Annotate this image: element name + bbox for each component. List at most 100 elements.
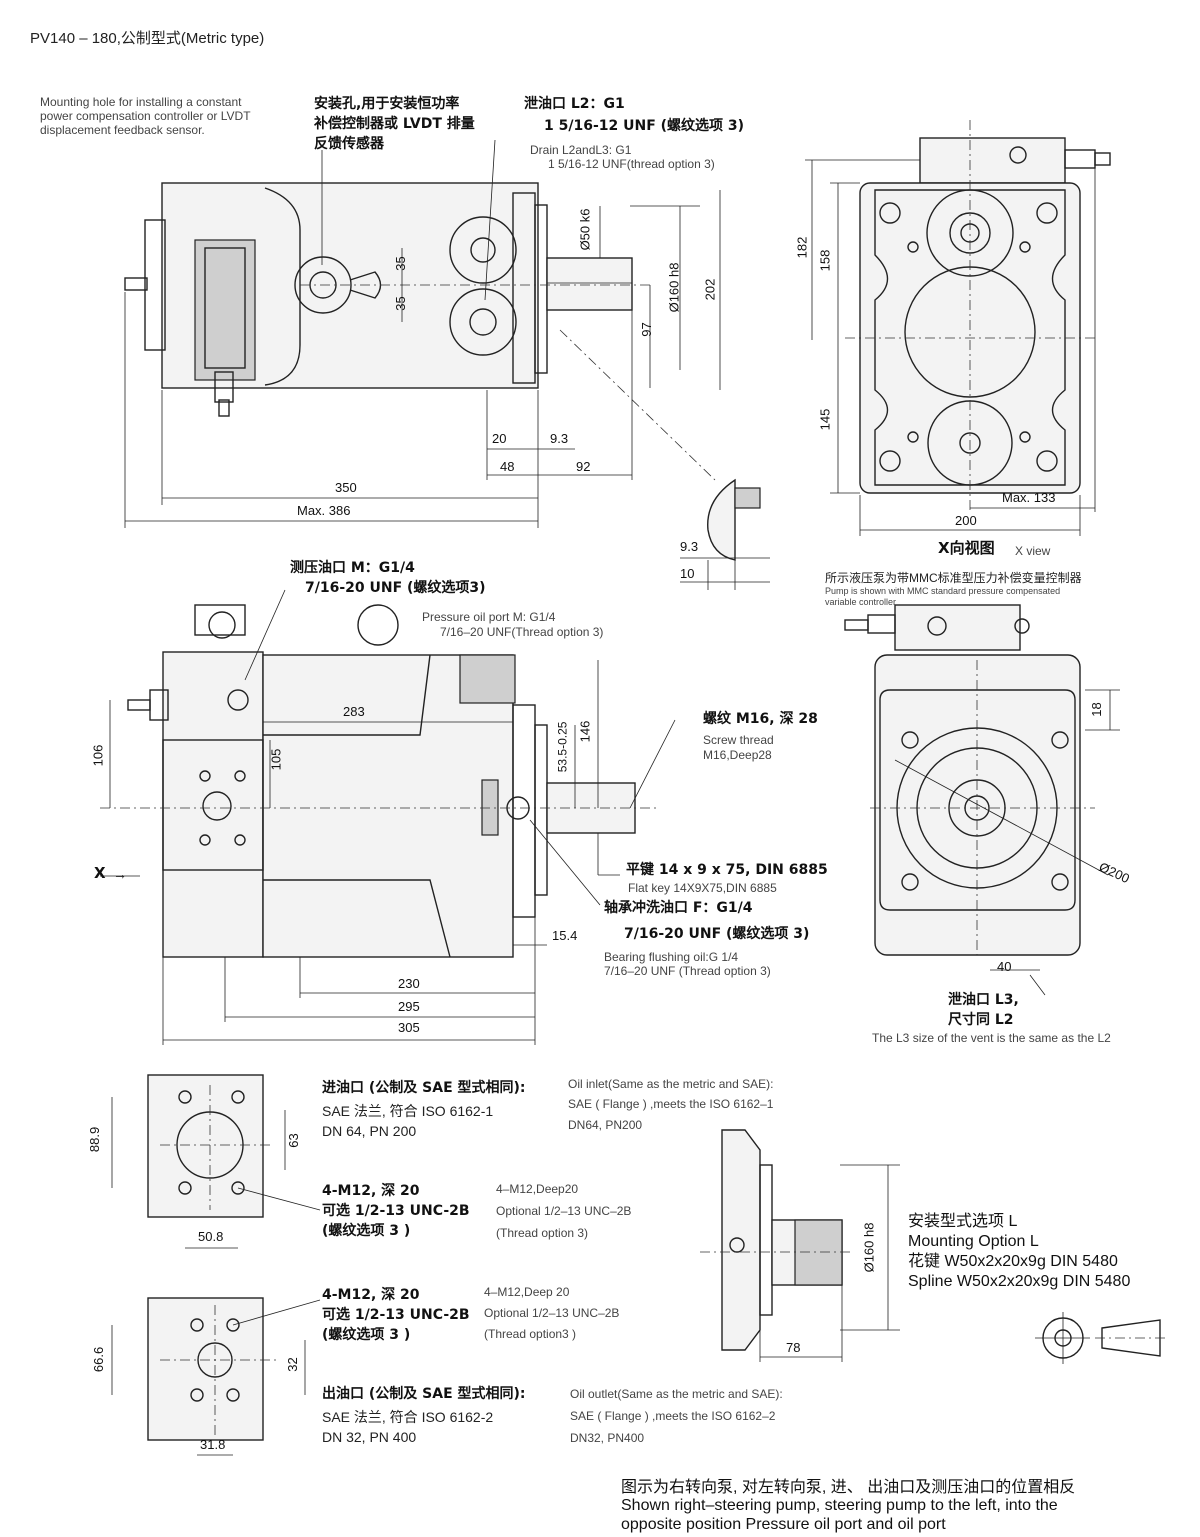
dim-66-6: 66.6	[91, 1346, 107, 1373]
inlet-line3-en: DN64, PN200	[568, 1118, 643, 1132]
dim-key-10: 10	[680, 566, 695, 581]
outlet-line2-cn: SAE 法兰, 符合 ISO 6162-2	[322, 1409, 494, 1425]
dim-35-lower: 35	[392, 296, 408, 311]
footer-cn: 图示为右转向泵, 对左转向泵, 进、 出油口及测压油口的位置相反	[621, 1479, 1076, 1496]
dim-key-9-3: 9.3	[680, 539, 699, 554]
option-l-en-1: Mounting Option L	[908, 1233, 1039, 1250]
key-detail-drawing	[680, 478, 770, 590]
inlet-line3: DN 64, PN 200	[322, 1123, 417, 1139]
dim-63: 63	[285, 1133, 301, 1148]
port-m-en-2: 7/16–20 UNF(Thread option 3)	[440, 625, 604, 639]
inlet-line2-en: SAE ( Flange ) ,meets the ISO 6162–1	[568, 1097, 774, 1111]
drain-l3-cn-2: 尺寸同 L2	[948, 1012, 1014, 1028]
x-view-note-en-1: Pump is shown with MMC standard pressure…	[825, 586, 1061, 596]
mount-hole-en-2: power compensation controller or LVDT	[40, 109, 251, 123]
dim-305: 305	[398, 1020, 420, 1035]
dim-pilot-160h8: Ø160 h8	[666, 262, 682, 313]
screw-en-2: M16,Deep28	[703, 748, 772, 762]
drain-l2-en-1: Drain L2andL3: G1	[530, 143, 632, 157]
x-direction-arrow: X	[94, 864, 106, 882]
port-m-cn-2: 7/16-20 UNF (螺纹选项3)	[305, 580, 486, 596]
dim-9-3: 9.3	[550, 431, 569, 446]
outlet-flange-drawing	[111, 1297, 321, 1456]
port-m-cn-1: 测压油口 M：G1/4	[290, 560, 415, 576]
inlet-flange-drawing	[111, 1074, 321, 1249]
flat-key-en: Flat key 14X9X75,DIN 6885	[628, 881, 777, 895]
inlet-thread-en-2: Optional 1/2–13 UNC–2B	[496, 1204, 632, 1218]
dim-max-133: Max. 133	[1002, 490, 1056, 505]
dim-200: 200	[955, 513, 977, 528]
flush-port-cn-2: 7/16-20 UNF (螺纹选项 3)	[624, 926, 810, 942]
dim-40: 40	[997, 959, 1012, 974]
dim-97: 97	[638, 322, 654, 337]
drain-l2-en-2: 1 5/16-12 UNF(thread option 3)	[548, 157, 715, 171]
mount-hole-cn-1: 安装孔,用于安装恒功率	[314, 96, 460, 112]
top-view-drawing	[124, 139, 721, 528]
dim-32: 32	[284, 1357, 300, 1372]
inlet-title-cn: 进油口 (公制及 SAE 型式相同):	[322, 1080, 526, 1096]
flush-port-cn-1: 轴承冲洗油口 F：G1/4	[604, 900, 753, 916]
x-arrow-icon: →	[113, 866, 127, 882]
flush-port-en-2: 7/16–20 UNF (Thread option 3)	[604, 964, 771, 978]
outlet-line2-en: SAE ( Flange ) ,meets the ISO 6162–2	[570, 1409, 776, 1423]
inlet-thread-cn-1: 4-M12, 深 20	[322, 1183, 420, 1199]
flush-port-en-1: Bearing flushing oil:G 1/4	[604, 950, 739, 964]
dim-230: 230	[398, 976, 420, 991]
dim-350: 350	[335, 480, 357, 495]
outlet-title-en: Oil outlet(Same as the metric and SAE):	[570, 1387, 783, 1401]
dim-145: 145	[817, 408, 833, 431]
side-view-drawing	[100, 589, 676, 1045]
dim-88-9: 88.9	[87, 1126, 103, 1153]
outlet-thread-en-2: Optional 1/2–13 UNC–2B	[484, 1306, 620, 1320]
dim-78: 78	[786, 1340, 801, 1355]
mount-hole-en-1: Mounting hole for installing a constant	[40, 95, 242, 109]
page-title: PV140 – 180,公制型式(Metric type)	[30, 30, 265, 47]
option-l-cn-2: 花键 W50x2x20x9g DIN 5480	[908, 1253, 1118, 1270]
dim-182: 182	[794, 236, 810, 259]
inlet-title-en: Oil inlet(Same as the metric and SAE):	[568, 1077, 774, 1091]
dim-35-upper: 35	[392, 256, 408, 271]
outlet-line3-en: DN32, PN400	[570, 1431, 645, 1445]
footer-en-1: Shown right–steering pump, steering pump…	[621, 1497, 1058, 1514]
dim-15-4: 15.4	[552, 928, 578, 943]
outlet-thread-cn-1: 4-M12, 深 20	[322, 1287, 420, 1303]
drain-l2-cn-2: 1 5/16-12 UNF (螺纹选项 3)	[544, 118, 745, 134]
dim-283: 283	[343, 704, 365, 719]
front-view-drawing	[844, 604, 1120, 996]
option-l-en-2: Spline W50x2x20x9g DIN 5480	[908, 1273, 1131, 1290]
x-view-drawing	[805, 120, 1111, 536]
dim-18: 18	[1088, 702, 1104, 717]
mount-hole-en-3: displacement feedback sensor.	[40, 123, 205, 137]
x-view-label-en: X view	[1015, 544, 1051, 558]
inlet-thread-cn-2: 可选 1/2-13 UNC-2B	[322, 1203, 470, 1219]
footer-en-2: opposite position Pressure oil port and …	[621, 1516, 946, 1533]
port-m-en-1: Pressure oil port M: G1/4	[422, 610, 556, 624]
dim-53-5: 53.5-0.25	[555, 721, 570, 773]
screw-en-1: Screw thread	[703, 733, 774, 747]
x-view-note-en-2: variable controller	[825, 597, 897, 607]
dim-295: 295	[398, 999, 420, 1014]
drain-l3-en: The L3 size of the vent is the same as t…	[872, 1031, 1111, 1045]
x-view-note-cn: 所示液压泵为带MMC标准型压力补偿变量控制器	[825, 571, 1082, 585]
mount-hole-cn-3: 反馈传感器	[314, 136, 384, 152]
inlet-line2-cn: SAE 法兰, 符合 ISO 6162-1	[322, 1103, 494, 1119]
inlet-thread-en-3: (Thread option 3)	[496, 1226, 589, 1240]
drain-l2-cn-1: 泄油口 L2：G1	[524, 96, 625, 112]
outlet-thread-cn-2: 可选 1/2-13 UNC-2B	[322, 1307, 470, 1323]
drain-l3-cn-1: 泄油口 L3,	[948, 992, 1019, 1008]
outlet-thread-en-1: 4–M12,Deep 20	[484, 1285, 570, 1299]
dim-max-386: Max. 386	[297, 503, 351, 518]
inlet-thread-en-1: 4–M12,Deep20	[496, 1182, 579, 1196]
dim-31-8: 31.8	[200, 1437, 226, 1452]
dim-20: 20	[492, 431, 507, 446]
mount-hole-cn-2: 补偿控制器或 LVDT 排量	[314, 116, 475, 132]
option-l-shaft-drawing	[700, 1129, 900, 1362]
dim-146: 146	[577, 720, 593, 743]
flat-key-cn: 平键 14 x 9 x 75, DIN 6885	[626, 862, 828, 878]
inlet-thread-cn-3: (螺纹选项 3 )	[322, 1223, 411, 1239]
outlet-thread-en-3: (Thread option3 )	[484, 1327, 577, 1341]
projection-symbol	[1035, 1312, 1168, 1364]
dim-105: 105	[268, 748, 284, 771]
outlet-line3: DN 32, PN 400	[322, 1429, 417, 1445]
